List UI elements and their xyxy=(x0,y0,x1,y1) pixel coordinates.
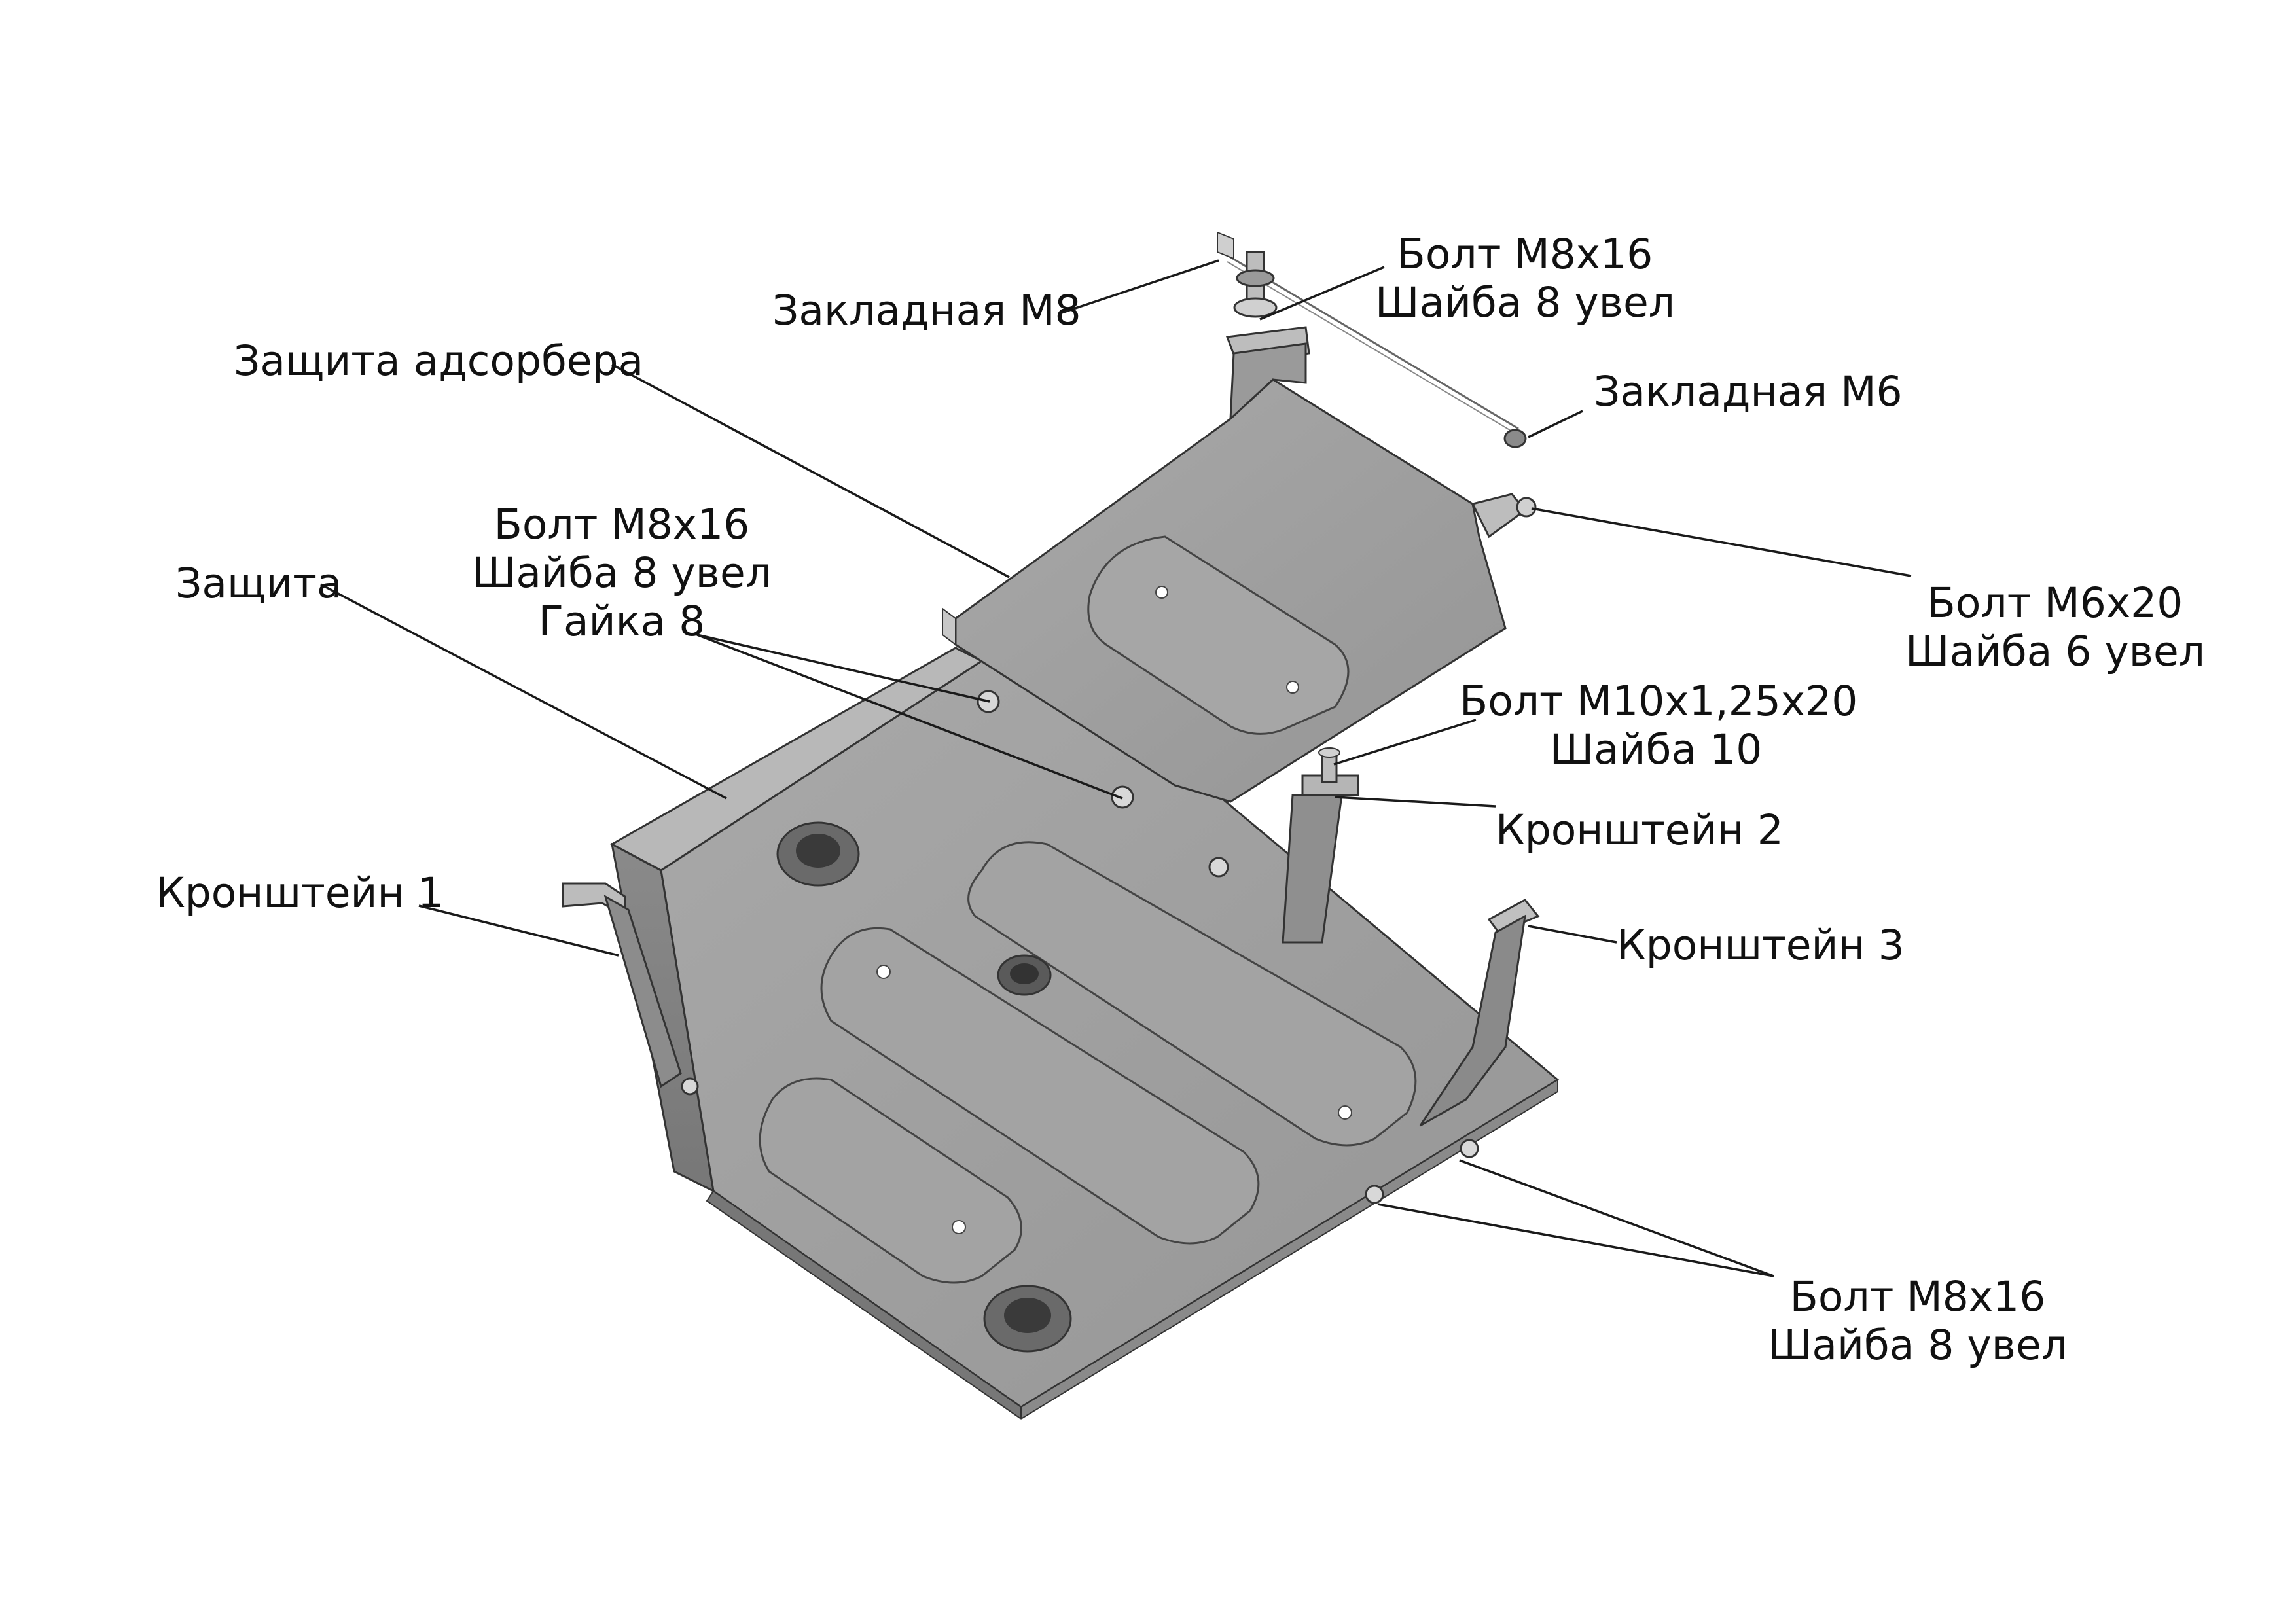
label-line: Гайка 8 xyxy=(538,597,706,645)
label-line: Шайба 8 увел xyxy=(1375,279,1675,327)
adsorber-guard-recess xyxy=(1087,535,1350,735)
label-kronshtein-3: Кронштейн 3 xyxy=(1617,921,1905,970)
label-line: Защита адсорбера xyxy=(234,337,644,385)
bolt-m10-icon xyxy=(1318,747,1340,783)
label-line: Защита xyxy=(175,560,342,607)
adsorber-guard-holes xyxy=(1155,586,1299,694)
label-bolt-m10: Болт М10х1,25х20 Шайба 10 xyxy=(1460,677,1858,774)
label-line: Болт М10х1,25х20 xyxy=(1460,677,1858,725)
bolt-m8-top-icon xyxy=(1233,251,1278,318)
leader-lines xyxy=(320,259,1912,1277)
bracket-2 xyxy=(1282,774,1359,944)
adsorber-guard xyxy=(942,326,1527,803)
label-line: Кронштейн 3 xyxy=(1617,921,1905,969)
label-line: Шайба 8 увел xyxy=(1768,1321,2068,1369)
label-kronshtein-2: Кронштейн 2 xyxy=(1496,806,1784,855)
label-kronshtein-1: Кронштейн 1 xyxy=(156,869,444,918)
label-bolt-m6: Болт М6х20 Шайба 6 увел xyxy=(1898,579,2212,676)
adsorber-guard-back-wall xyxy=(1229,342,1307,421)
drain-plug-icon xyxy=(983,1285,1072,1353)
label-line: Шайба 10 xyxy=(1549,726,1763,774)
label-bolt-m8-mid: Болт М8х16 Шайба 8 увел Гайка 8 xyxy=(471,501,772,646)
bracket-1 xyxy=(562,882,682,1088)
bracket-3 xyxy=(1419,899,1540,1127)
drain-plug-icon xyxy=(997,954,1052,996)
label-line: Закладная М6 xyxy=(1594,368,1903,416)
label-zashchita: Защита xyxy=(175,560,346,608)
label-line: Шайба 6 увел xyxy=(1905,628,2205,675)
adsorber-guard-left-edge xyxy=(942,607,956,646)
label-line: Болт М8х16 xyxy=(493,501,750,548)
insert-m8-icon xyxy=(1217,231,1519,436)
label-bolt-m8-bottom: Болт М8х16 Шайба 8 увел xyxy=(1754,1273,2081,1370)
label-zakladnaya-m6: Закладная М6 xyxy=(1594,368,1903,416)
main-skid-plate xyxy=(609,647,1560,1420)
label-line: Болт М6х20 xyxy=(1927,579,2183,627)
label-line: Болт М8х16 xyxy=(1397,230,1653,278)
main-plate-rib-holes xyxy=(876,965,1352,1234)
insert-m6-icon xyxy=(1503,429,1527,448)
bolt-m6-icon xyxy=(1516,497,1537,518)
drain-plug-icon xyxy=(776,821,860,887)
label-zakladnaya-m8: Закладная М8 xyxy=(772,287,1081,335)
adsorber-guard-right-tab xyxy=(1471,493,1527,539)
label-line: Кронштейн 2 xyxy=(1496,806,1784,854)
label-line: Шайба 8 увел xyxy=(472,549,772,597)
label-line: Кронштейн 1 xyxy=(156,869,444,917)
label-bolt-m8-top: Болт М8х16 Шайба 8 увел xyxy=(1361,230,1689,327)
label-line: Закладная М8 xyxy=(772,287,1081,334)
label-line: Болт М8х16 xyxy=(1789,1273,2046,1321)
label-zashchita-adsorbera: Защита адсорбера xyxy=(234,337,644,385)
